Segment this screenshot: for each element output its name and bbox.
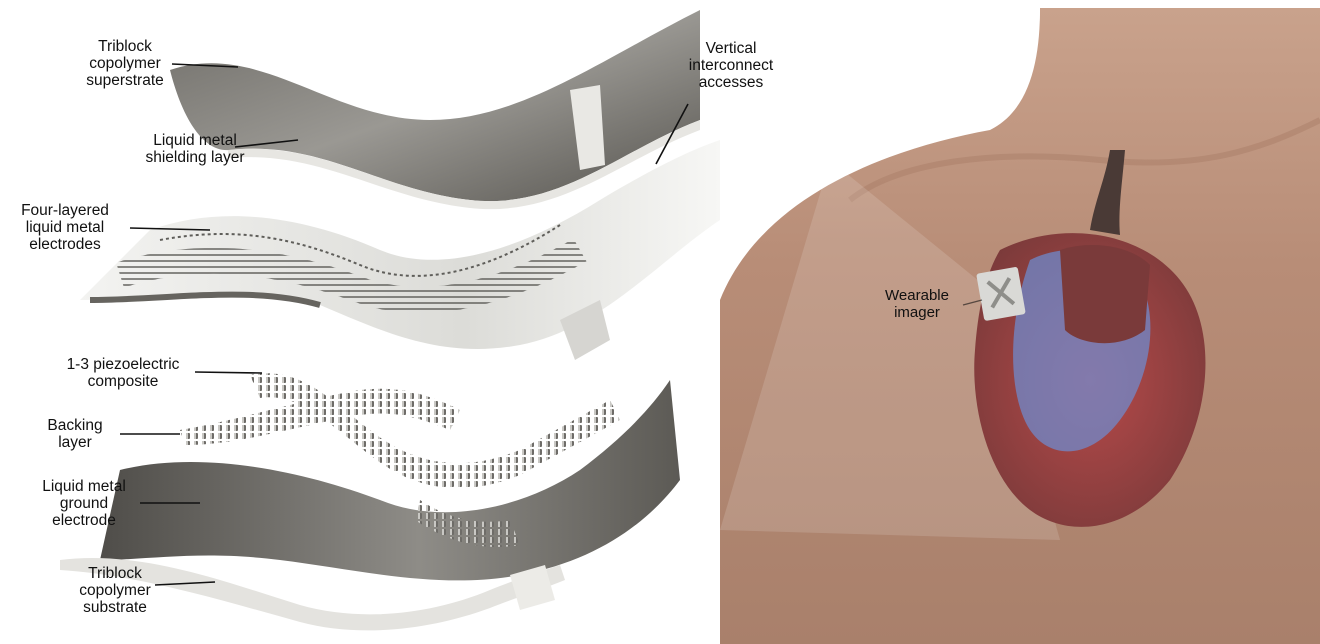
label-electrodes: Four-layered liquid metal electrodes — [0, 202, 130, 253]
label-superstrate: Triblock copolymer superstrate — [80, 38, 170, 89]
label-piezo: 1-3 piezoelectric composite — [48, 356, 198, 390]
label-backing: Backing layer — [30, 417, 120, 451]
label-ground: Liquid metal ground electrode — [24, 478, 144, 529]
label-shielding: Liquid metal shielding layer — [135, 132, 255, 166]
label-wearable-imager: Wearable imager — [872, 287, 962, 321]
superstrate-layer — [170, 10, 700, 201]
chest-illustration — [720, 8, 1320, 644]
label-substrate: Triblock copolymer substrate — [70, 565, 160, 616]
piezo-composite — [250, 373, 620, 488]
label-vertical-interconnect: Vertical interconnect accesses — [676, 40, 786, 91]
